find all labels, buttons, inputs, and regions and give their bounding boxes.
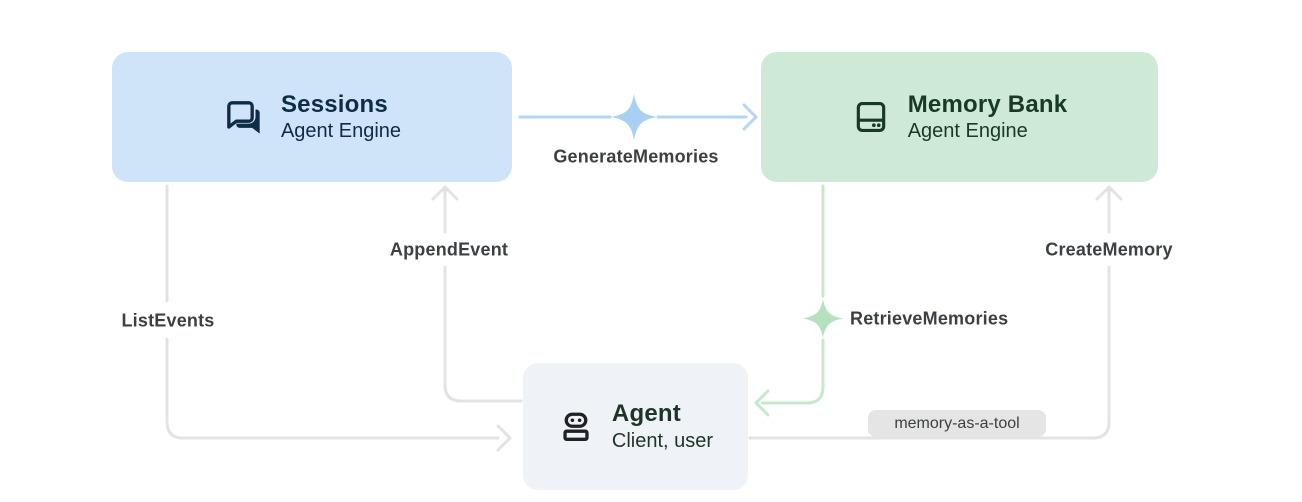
memory-as-a-tool-badge: memory-as-a-tool xyxy=(868,410,1046,437)
generate-memories-arrow xyxy=(518,103,758,131)
list-events-arrow xyxy=(165,184,512,452)
node-agent: Agent Client, user xyxy=(523,363,748,490)
robot-icon xyxy=(558,409,594,445)
node-subtitle: Agent Engine xyxy=(907,120,1028,143)
node-subtitle: Agent Engine xyxy=(280,120,402,143)
append-event-arrow xyxy=(431,185,523,403)
node-title: Memory Bank xyxy=(907,90,1068,118)
node-sessions: Sessions Agent Engine xyxy=(112,52,512,182)
append-event-label: AppendEvent xyxy=(389,239,509,260)
node-title: Sessions xyxy=(280,90,388,118)
retrieve-memories-label: RetrieveMemories xyxy=(850,308,1009,329)
blue-sparkle-icon xyxy=(611,94,657,140)
list-events-label: ListEvents xyxy=(121,310,215,331)
node-subtitle: Client, user xyxy=(611,429,714,452)
chat-forum-icon xyxy=(223,97,263,137)
node-memory-bank: Memory Bank Agent Engine xyxy=(761,52,1158,182)
node-title: Agent xyxy=(611,400,681,428)
green-sparkle-icon xyxy=(803,299,843,338)
retrieve-memories-arrow xyxy=(754,184,825,417)
create-memory-label: CreateMemory xyxy=(1045,239,1173,260)
create-memory-arrow xyxy=(748,185,1123,440)
storage-icon xyxy=(852,98,890,136)
generate-memories-label: GenerateMemories xyxy=(553,146,719,167)
